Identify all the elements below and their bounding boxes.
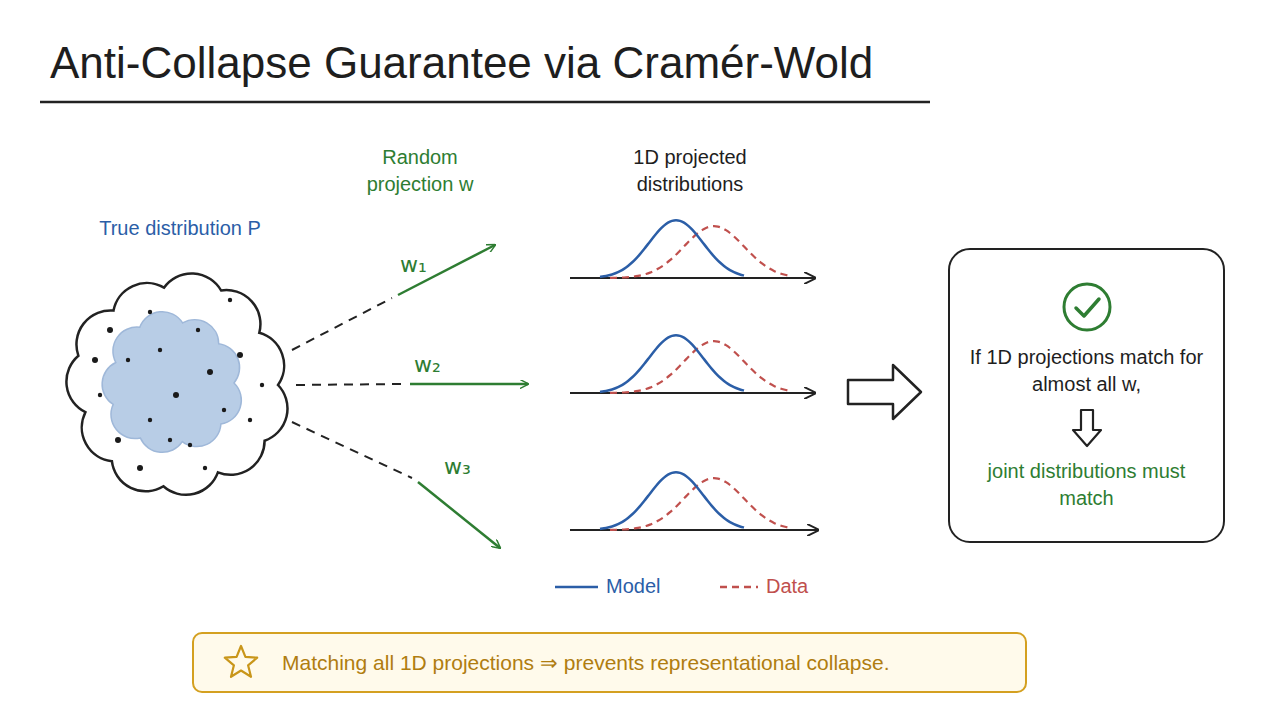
sample-dot [237, 352, 243, 358]
condition-text: If 1D projections match for almost all w… [967, 344, 1207, 398]
sample-dot [98, 393, 102, 397]
projection-heading: Random projection w [340, 144, 500, 198]
sample-dot [260, 383, 264, 387]
sample-dot [168, 438, 172, 442]
projection-label: w₂ [414, 350, 454, 380]
sample-dot [107, 327, 113, 333]
sample-dot [148, 418, 152, 422]
star-icon [225, 646, 257, 677]
sample-dot [203, 466, 207, 470]
plot-axes [570, 278, 818, 530]
conclusion-text: joint distributions must match [967, 458, 1207, 512]
sample-dot [222, 408, 226, 412]
banner-fill [192, 632, 1027, 693]
sample-dot [148, 310, 152, 314]
result-box: If 1D projections match for almost all w… [948, 248, 1225, 543]
sample-dot [92, 357, 98, 363]
projection-label: w₁ [400, 250, 440, 280]
sample-dot [173, 392, 179, 398]
cloud-heading: True distribution P [90, 215, 270, 241]
check-icon [1060, 280, 1114, 334]
summary-text: Matching all 1D projections ⇒ prevents r… [282, 651, 890, 675]
data-curve [610, 341, 790, 393]
sample-dot [196, 328, 200, 332]
sample-dot [248, 418, 252, 422]
density-blob [102, 312, 241, 453]
plots-heading: 1D projected distributions [600, 144, 780, 198]
implication-arrow [848, 365, 921, 419]
projection-label: w₃ [444, 452, 484, 482]
sample-dot [188, 443, 192, 447]
title: Anti-Collapse Guarantee via Cramér-Wold [50, 38, 873, 88]
sample-dot [137, 465, 143, 471]
distribution-cloud: True distribution P [60, 215, 300, 265]
sample-dot [126, 358, 130, 362]
data-curve [610, 478, 790, 530]
data-curve [610, 226, 790, 278]
projected-curves [600, 220, 790, 530]
legend-label: Model [606, 575, 660, 598]
sample-dot [207, 369, 213, 375]
cloud-outline [66, 273, 287, 494]
summary-banner: Matching all 1D projections ⇒ prevents r… [192, 632, 1027, 693]
cloud-illustration [66, 273, 287, 494]
title-underline [40, 101, 930, 104]
down-arrow [1070, 408, 1104, 448]
sample-dot [228, 298, 232, 302]
model-curve [600, 472, 744, 529]
projection-arrows [398, 245, 528, 548]
projection-dashes [292, 298, 412, 478]
sample-dot [158, 348, 162, 352]
model-curve [600, 335, 744, 392]
sample-dot [115, 437, 121, 443]
legend-label: Data [766, 575, 808, 598]
model-curve [600, 220, 744, 277]
